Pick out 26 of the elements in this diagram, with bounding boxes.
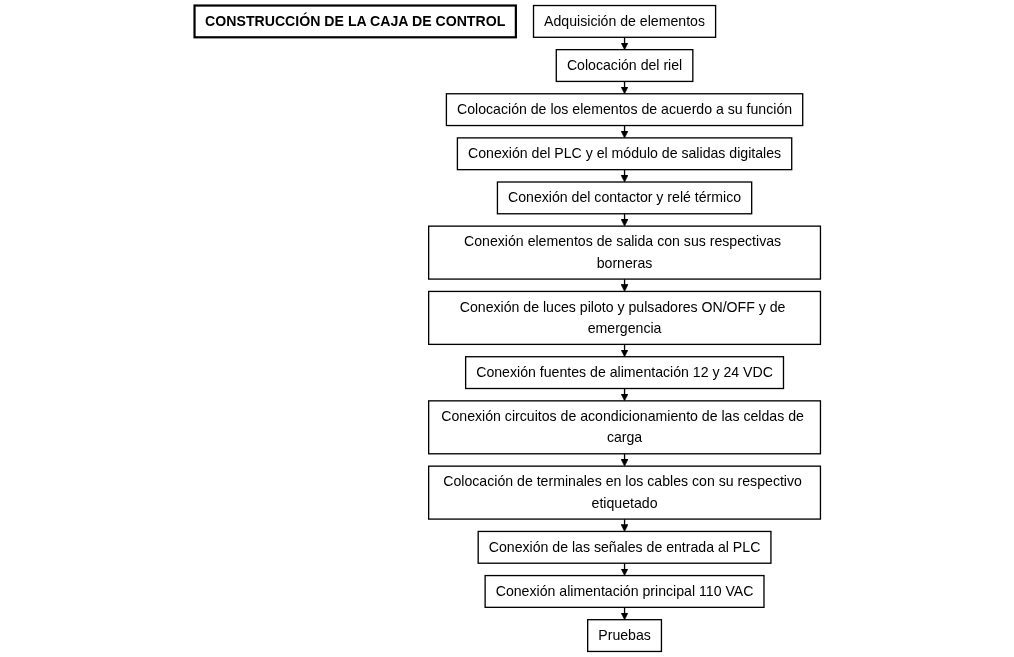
node-box: Conexión alimentación principal 110 VAC xyxy=(483,574,765,608)
node-box: Conexión de luces piloto y pulsadores ON/OFF y de emergencia xyxy=(427,290,821,346)
node-box: Colocación de terminales en los cables con su respectivo etiquetado xyxy=(427,465,821,520)
node-box: Conexión fuentes de alimentación 12 y 24 VDC xyxy=(464,356,784,390)
node-box: Conexión del PLC y el módulo de salidas digitales xyxy=(456,137,792,171)
node-box: Colocación del riel xyxy=(555,49,693,83)
arrow xyxy=(620,343,628,358)
arrow xyxy=(620,453,628,467)
node-box: Conexión elementos de salida con sus respectivas borneras xyxy=(427,225,821,280)
node-box: Conexión del contactor y relé térmico xyxy=(496,181,752,215)
node-box: Conexión de las señales de entrada al PLC xyxy=(477,530,772,564)
arrow xyxy=(620,169,628,183)
arrow xyxy=(620,278,628,292)
arrow xyxy=(620,387,628,402)
node-box: Adquisición de elementos xyxy=(532,4,716,38)
arrow xyxy=(620,36,628,50)
node-box: Colocación de los elementos de acuerdo a su función xyxy=(445,93,803,127)
arrow xyxy=(620,124,628,139)
arrow xyxy=(620,80,628,95)
arrow xyxy=(620,562,628,576)
arrow xyxy=(620,606,628,621)
node-box: CONSTRUCCIÓN DE LA CAJA DE CONTROL xyxy=(192,4,517,39)
node-box: Pruebas xyxy=(586,619,662,653)
arrow xyxy=(620,518,628,532)
node-box: Conexión circuitos de acondicionamiento de las celdas de carga xyxy=(427,400,821,455)
arrow xyxy=(620,213,628,227)
